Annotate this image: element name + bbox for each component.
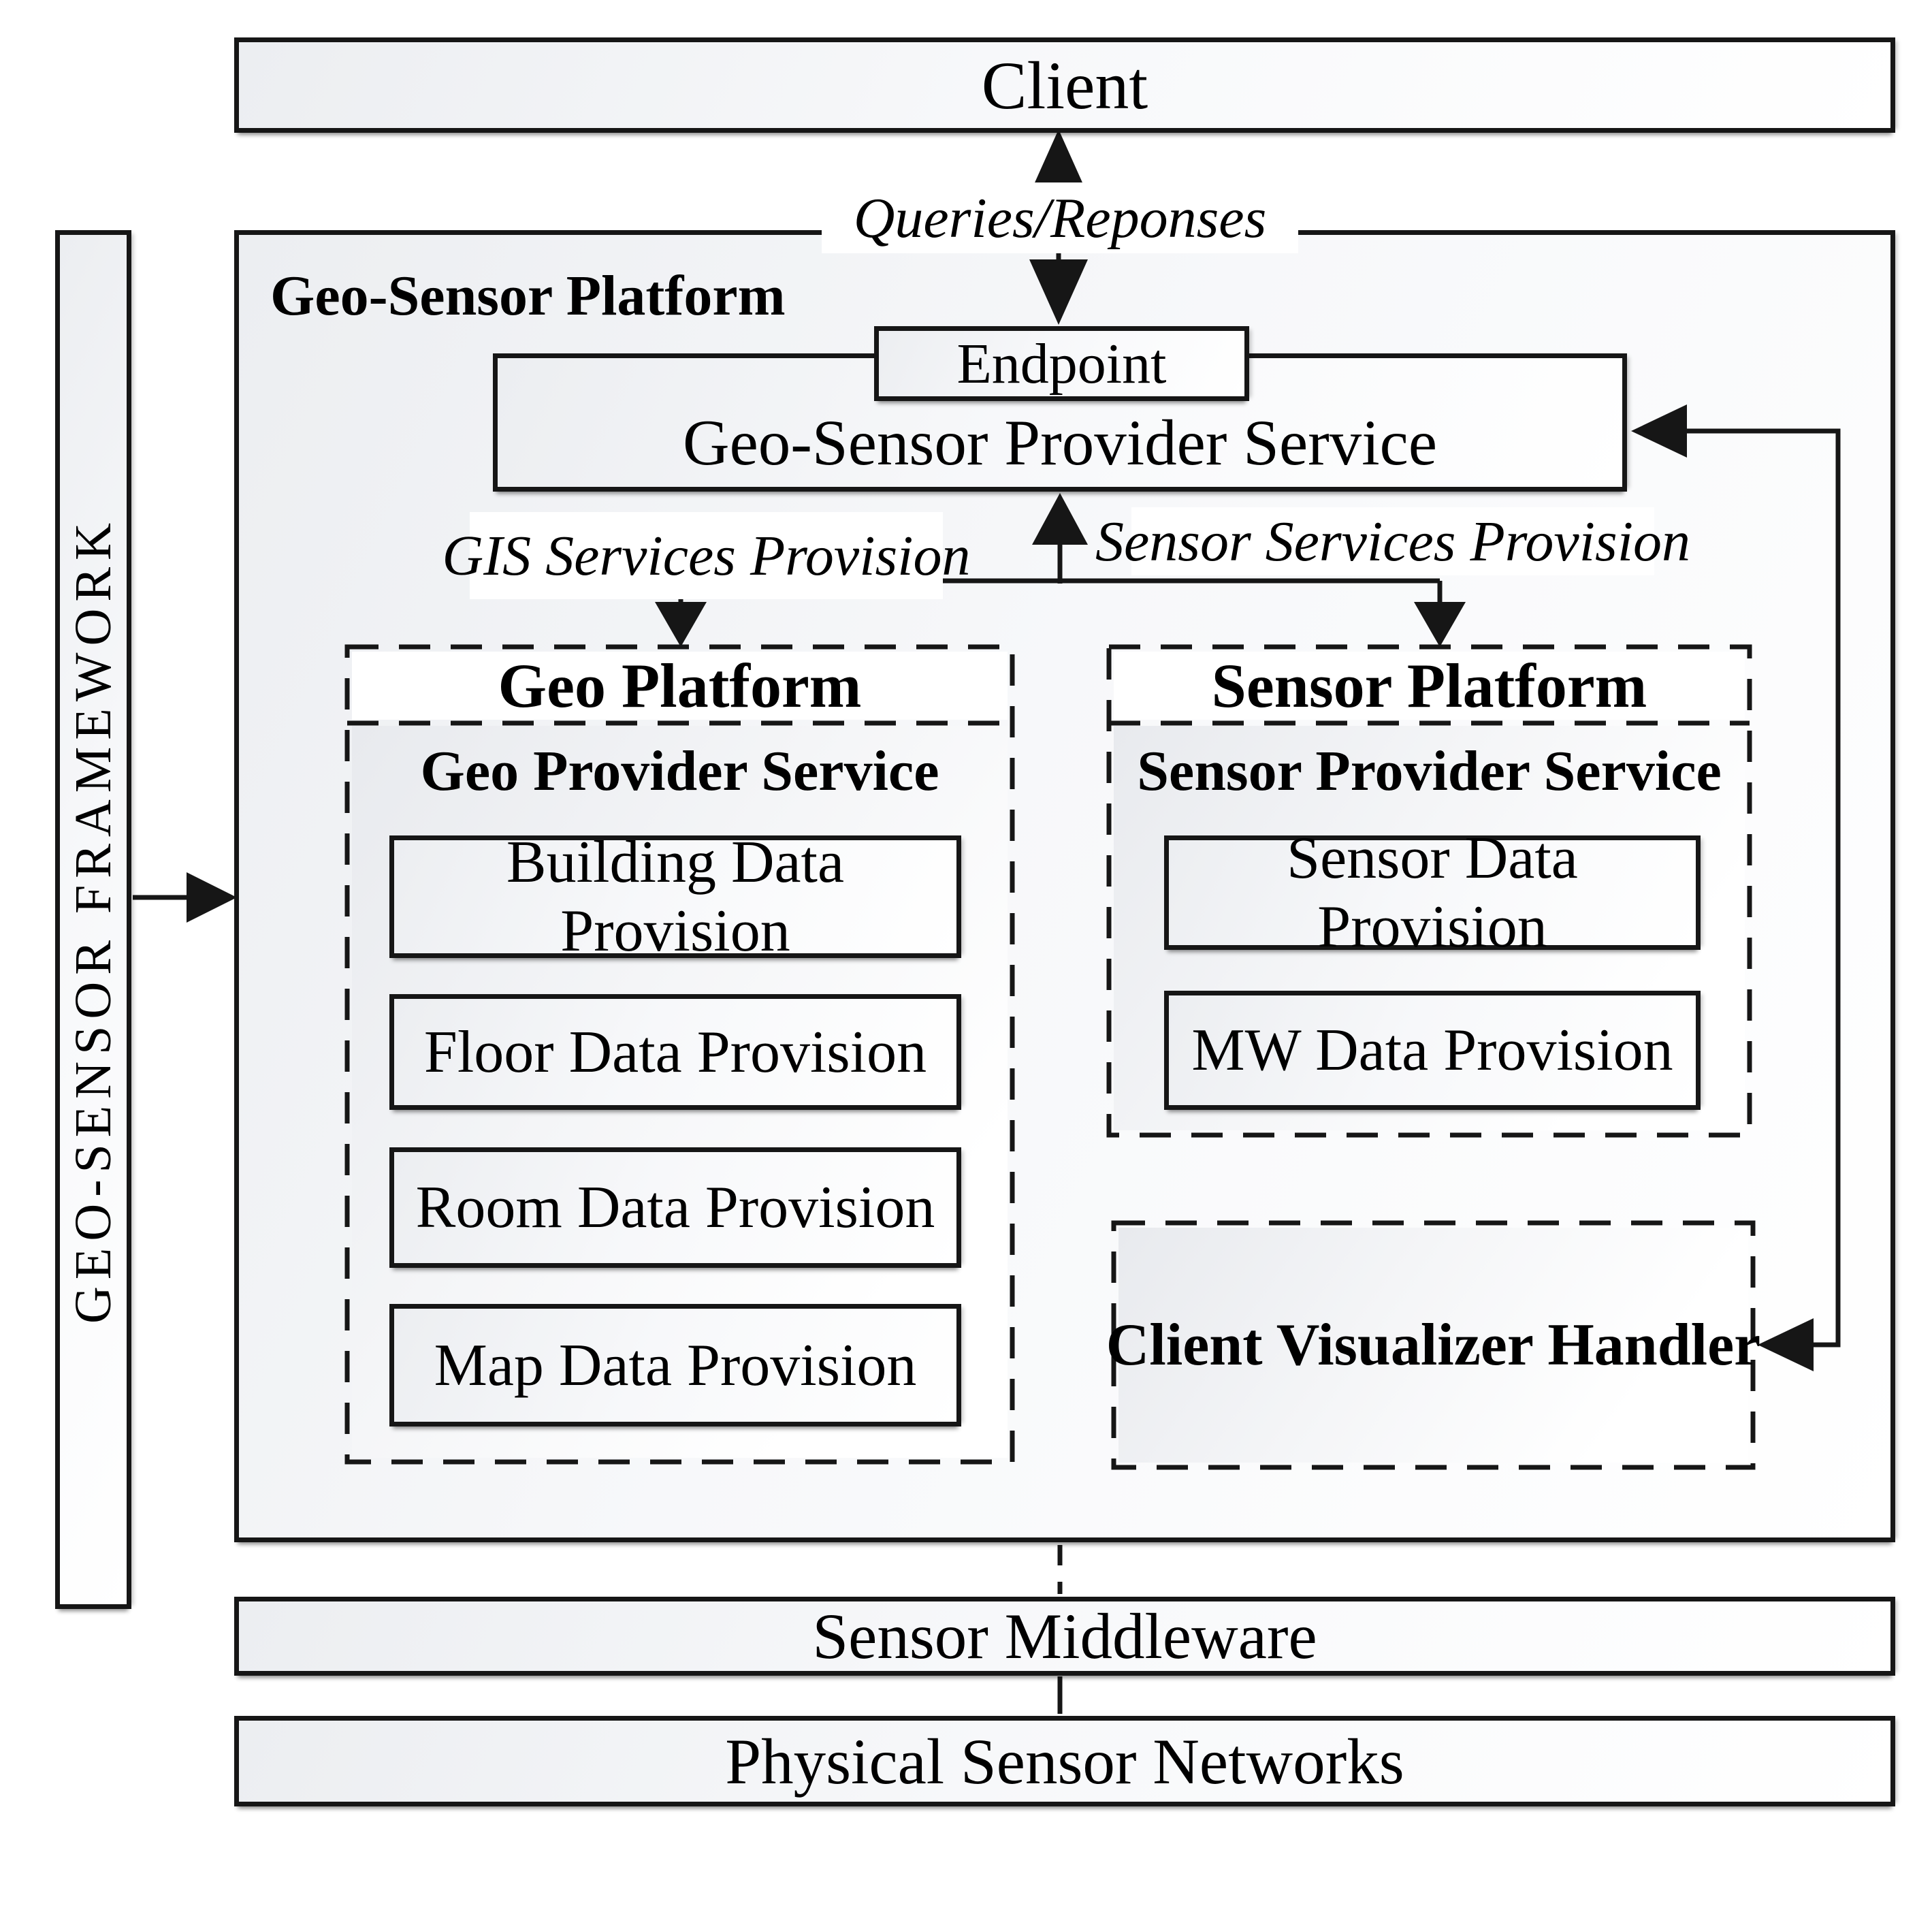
client-visualizer-dashed-border — [1111, 1220, 1756, 1470]
client-visualizer-label: Client Visualizer Handler — [1106, 1312, 1761, 1378]
arrowhead-down-to-geo-platform — [655, 602, 707, 647]
sensor-middleware-box: Sensor Middleware — [234, 1597, 1895, 1676]
endpoint-label: Endpoint — [956, 332, 1167, 396]
room-data-provision-label: Room Data Provision — [415, 1175, 935, 1241]
client-visualizer-panel — [1118, 1228, 1748, 1463]
sensor-data-provision-box: Sensor Data Provision — [1164, 825, 1701, 960]
arrowhead-down-to-sensor-platform — [1414, 602, 1466, 647]
sensor-platform-title-band: Sensor Platform — [1114, 651, 1745, 720]
arrowhead-right-to-platform — [187, 872, 237, 923]
geo-sensor-provider-service-label: Geo-Sensor Provider Service — [682, 406, 1438, 479]
physical-sensor-networks-label: Physical Sensor Networks — [725, 1725, 1404, 1798]
sensor-provider-service-title: Sensor Provider Service — [1137, 739, 1722, 803]
room-data-provision-box: Room Data Provision — [389, 1147, 961, 1268]
gis-services-provision-label: GIS Services Provision — [442, 512, 971, 599]
geo-sensor-platform-title: Geo-Sensor Platform — [270, 264, 786, 328]
geo-sensor-framework-box: GEO-SENSOR FRAMEWORK — [55, 230, 131, 1609]
sensor-data-provision-label: Sensor Data Provision — [1287, 825, 1578, 960]
mw-data-provision-box: MW Data Provision — [1164, 991, 1701, 1110]
arrowhead-left-to-client-visualizer — [1758, 1318, 1814, 1371]
queries-responses-label: Queries/Reponses — [822, 182, 1298, 253]
client-box: Client — [234, 37, 1895, 133]
map-data-provision-box: Map Data Provision — [389, 1304, 961, 1426]
sensor-platform-dashed-border — [1106, 644, 1752, 1138]
sensor-services-provision-label: Sensor Services Provision — [1095, 507, 1690, 575]
physical-sensor-networks-box: Physical Sensor Networks — [234, 1716, 1895, 1806]
arrowhead-left-to-provider-service — [1631, 404, 1687, 458]
endpoint-box: Endpoint — [874, 326, 1249, 401]
visualizer-loop-line — [1681, 428, 1841, 1348]
floor-data-provision-box: Floor Data Provision — [389, 994, 961, 1110]
map-data-provision-label: Map Data Provision — [434, 1332, 917, 1399]
geo-platform-dashed-border — [344, 644, 1015, 1465]
client-label: Client — [981, 47, 1148, 123]
sensor-middleware-label: Sensor Middleware — [812, 1600, 1317, 1672]
mw-data-provision-label: MW Data Provision — [1191, 1017, 1673, 1083]
sensor-platform-title: Sensor Platform — [1211, 651, 1647, 720]
arrowhead-up-to-provider-service — [1032, 493, 1088, 545]
arrowhead-up-to-client — [1029, 129, 1088, 195]
arrowhead-down-to-endpoint — [1029, 259, 1088, 325]
geo-provider-service-title: Geo Provider Service — [420, 739, 939, 803]
geo-platform-title: Geo Platform — [498, 651, 862, 720]
floor-data-provision-label: Floor Data Provision — [423, 1019, 927, 1085]
building-data-provision-box: Building Data Provision — [389, 829, 961, 964]
building-data-provision-label: Building Data Provision — [506, 829, 845, 964]
geo-sensor-framework-label: GEO-SENSOR FRAMEWORK — [64, 515, 122, 1324]
geo-platform-title-band: Geo Platform — [352, 651, 1008, 720]
